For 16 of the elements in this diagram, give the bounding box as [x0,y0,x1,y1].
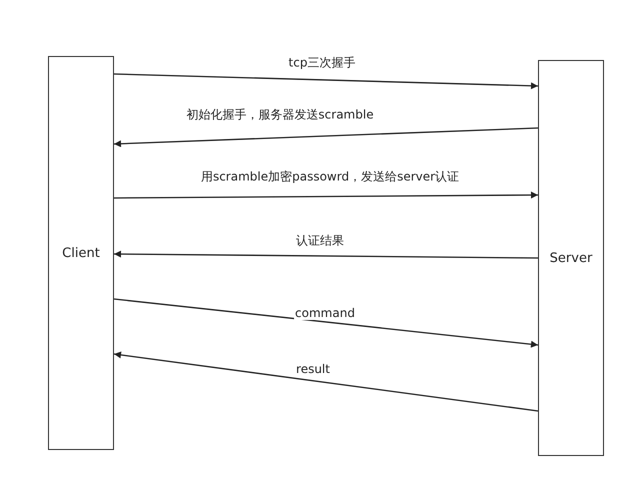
edge-label: command [294,306,356,320]
edge-label: 用scramble加密passowrd，发送给server认证 [200,168,460,186]
arrow [114,351,538,412]
arrow [114,250,538,259]
arrow [114,127,538,148]
arrow [114,298,538,348]
edge-label: result [295,362,331,376]
edge-label: 认证结果 [295,232,345,250]
lifeline-box [48,56,114,450]
lifeline-box [538,60,604,456]
edge-label: 初始化握手，服务器发送scramble [185,106,375,124]
node-label: Server [550,250,592,266]
arrow [114,73,538,90]
node-label: Client [62,246,100,260]
arrow [114,192,538,199]
edge-label: tcp三次握手 [288,54,356,72]
